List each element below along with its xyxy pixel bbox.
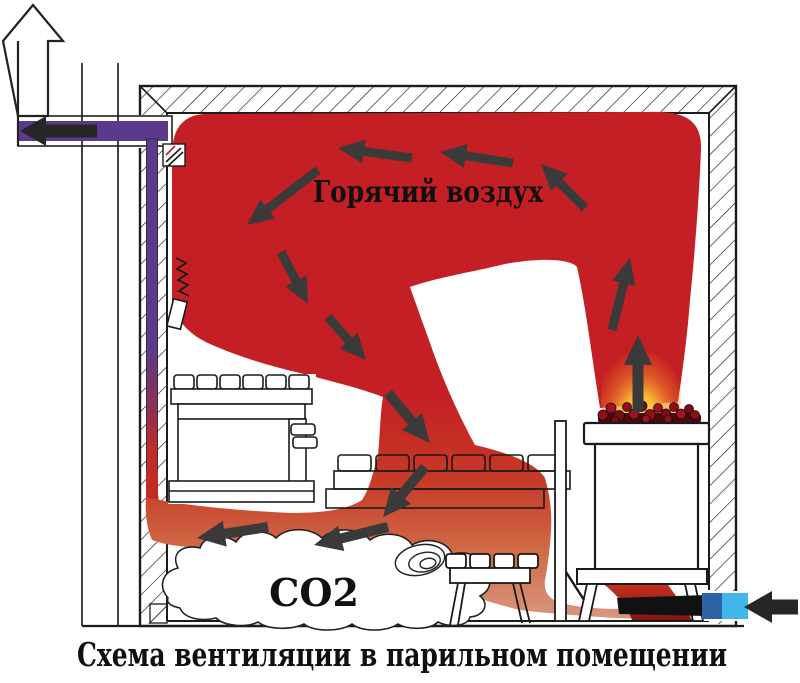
- down-left-arrow-icon: [247, 166, 321, 225]
- ceiling-flow-arrow-icon: [338, 139, 413, 164]
- stone: [653, 403, 663, 413]
- stove-bottom-bar: [576, 568, 708, 585]
- stove-top-slab: [582, 421, 711, 446]
- floor-flow-arrow-icon: [314, 522, 390, 551]
- exhaust-out-arrow-icon: [20, 116, 97, 146]
- stove-body: [593, 442, 700, 573]
- flow-arrows: [20, 116, 798, 623]
- stool: [445, 553, 539, 626]
- stone: [605, 402, 617, 414]
- descend-arrow-icon: [384, 389, 430, 443]
- partition-support: [564, 571, 586, 601]
- rise-arrow-icon: [541, 164, 589, 212]
- supply-in-arrow-icon: [744, 591, 798, 623]
- stone: [597, 409, 609, 421]
- ceiling-flow-arrow-icon: [440, 144, 514, 168]
- descend-arrow-icon: [324, 314, 366, 360]
- stone: [690, 410, 700, 420]
- co2-label: CO2: [269, 570, 359, 615]
- lower-bench: [325, 454, 571, 509]
- spiral-vortex-icon: [394, 543, 446, 577]
- upper-bench: [168, 374, 318, 504]
- plume-rise-arrow-icon: [607, 258, 636, 332]
- stove: [576, 421, 711, 622]
- supply-duct-inner: [617, 595, 706, 616]
- supply-duct-blue: [702, 593, 722, 619]
- vent-grille-upper: [162, 143, 186, 167]
- supply-duct: [617, 593, 748, 619]
- exhaust-duct-vertical: [146, 138, 158, 476]
- floor-flow-arrow-icon: [197, 520, 269, 547]
- stone: [684, 404, 694, 414]
- wall-corner-diagonal: [139, 85, 168, 114]
- partition-board: [554, 420, 586, 622]
- hot-air-label: Горячий воздух: [313, 175, 544, 210]
- stone: [641, 414, 651, 424]
- stone: [675, 408, 687, 420]
- descend-arrow-icon: [383, 463, 429, 517]
- plume-rise-arrow-icon: [624, 335, 652, 412]
- descend-arrow-icon: [277, 249, 308, 304]
- stone: [669, 402, 679, 412]
- stone: [622, 402, 632, 412]
- stove-leg: [577, 583, 599, 622]
- vent-damper-lower: [165, 257, 190, 331]
- floor-hatch-block: [149, 603, 168, 624]
- wall-corner-diagonal: [708, 85, 737, 114]
- stove-stones: [597, 400, 700, 425]
- caption: Схема вентиляции в парильном помещении: [77, 635, 727, 674]
- stone: [663, 414, 673, 424]
- hot-air-flow: [145, 111, 706, 619]
